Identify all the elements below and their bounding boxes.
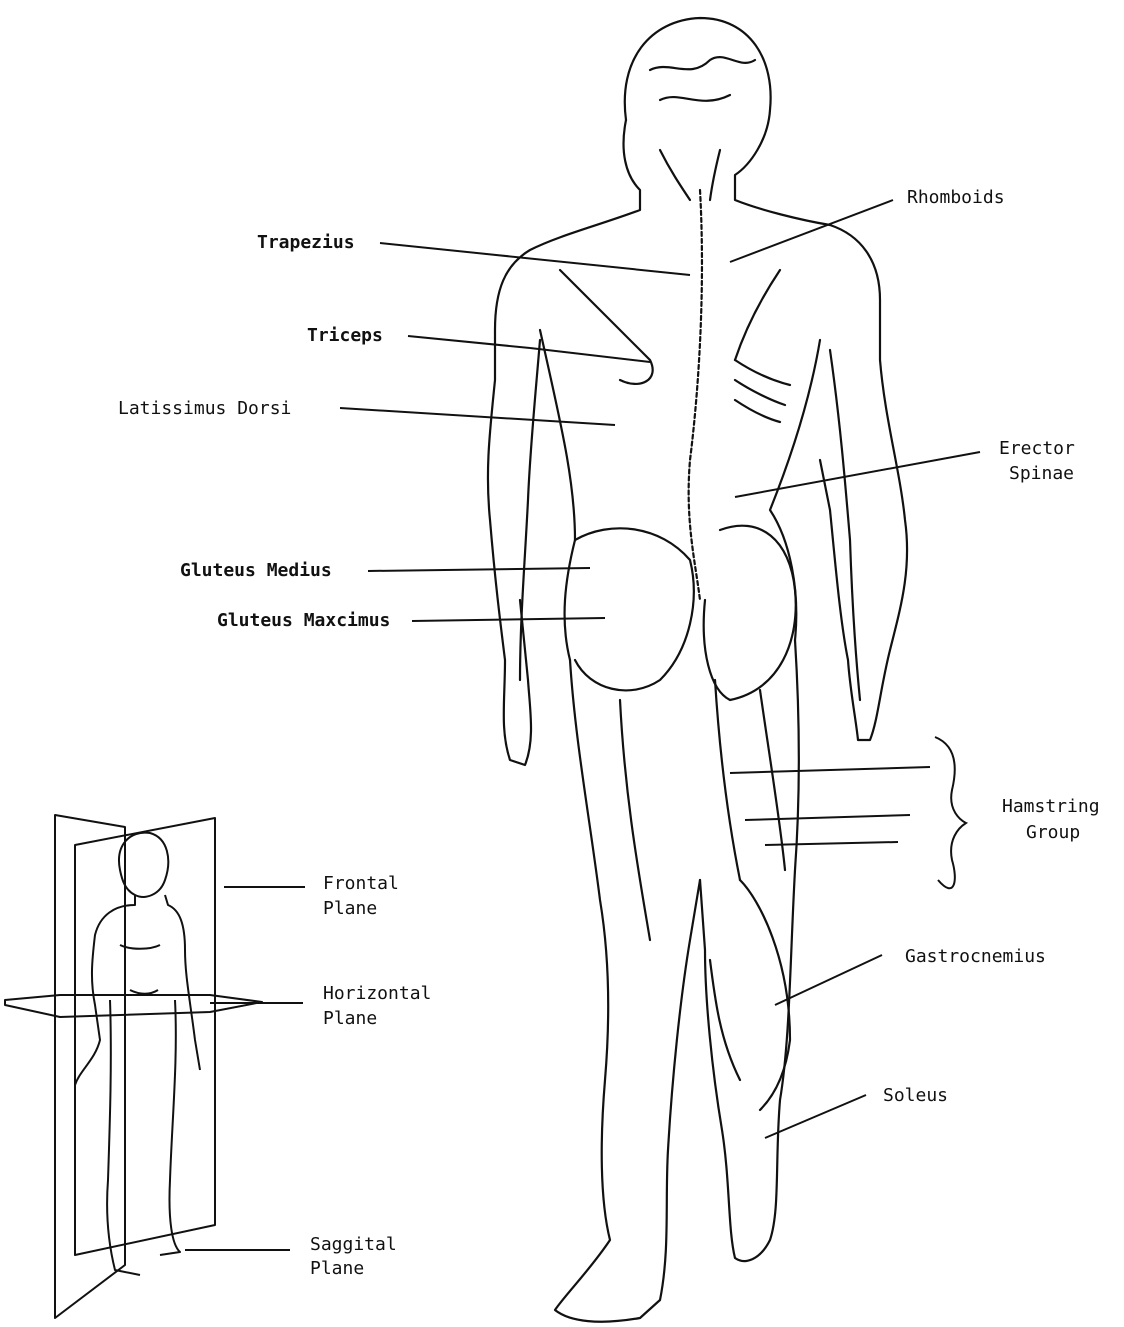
right-hamstring — [715, 680, 740, 880]
label-triceps: Triceps — [307, 325, 383, 347]
triceps-leader — [408, 336, 530, 348]
label-hamstring-group: Group — [1026, 822, 1080, 844]
hamstring-leader-1 — [730, 767, 930, 773]
label-trapezius: Trapezius — [257, 232, 355, 254]
spine-line — [689, 190, 702, 600]
torso-left-side — [540, 330, 575, 660]
gluteal-outline-right — [704, 526, 796, 700]
head-outline — [625, 18, 907, 740]
skull-detail — [650, 57, 755, 101]
left-leg-inner — [620, 700, 650, 940]
planes-inset — [5, 815, 262, 1318]
label-hamstring: Hamstring — [1002, 796, 1100, 818]
label-frontal: Frontal — [323, 873, 399, 895]
saggital-plane — [55, 815, 125, 1318]
label-spinae: Spinae — [1009, 463, 1074, 485]
hamstring-leader-3 — [765, 842, 898, 845]
label-saggital: Saggital — [310, 1234, 397, 1256]
gluteus-medius-leader — [368, 568, 590, 571]
label-gastrocnemius: Gastrocnemius — [905, 946, 1046, 968]
erector-spinae-leader — [735, 452, 980, 497]
label-horizontal-plane: Plane — [323, 1008, 377, 1030]
label-gluteus-maximus: Gluteus Maxcimus — [217, 610, 390, 632]
inset-figure-body — [75, 895, 200, 1275]
label-saggital-plane: Plane — [310, 1258, 364, 1280]
neck-detail — [660, 150, 720, 200]
label-frontal-plane: Plane — [323, 898, 377, 920]
calf-right — [740, 880, 790, 1110]
triceps-leader-2 — [530, 348, 650, 362]
gluteus-maximus-leader — [412, 618, 605, 621]
left-leg-outline — [555, 660, 700, 1322]
right-leg-outline — [700, 640, 799, 1261]
gluteal-outline — [575, 528, 694, 690]
label-horizontal: Horizontal — [323, 983, 431, 1005]
inset-figure-head — [119, 833, 168, 897]
ribs-detail — [735, 360, 790, 422]
scapula-right — [735, 270, 780, 360]
hamstring-bracket — [935, 737, 966, 888]
label-latissimus-dorsi: Latissimus Dorsi — [118, 398, 291, 420]
label-soleus: Soleus — [883, 1085, 948, 1107]
right-hamstring-2 — [760, 690, 785, 870]
label-gluteus-medius: Gluteus Medius — [180, 560, 332, 582]
leader-lines — [185, 200, 980, 1250]
hamstring-leader-2 — [745, 815, 910, 820]
label-rhomboids: Rhomboids — [907, 187, 1005, 209]
latissimus-leader — [340, 408, 615, 425]
label-erector: Erector — [999, 438, 1075, 460]
scapula-left — [560, 270, 653, 384]
calf-right-inner — [710, 960, 740, 1080]
horizontal-plane — [5, 995, 262, 1017]
